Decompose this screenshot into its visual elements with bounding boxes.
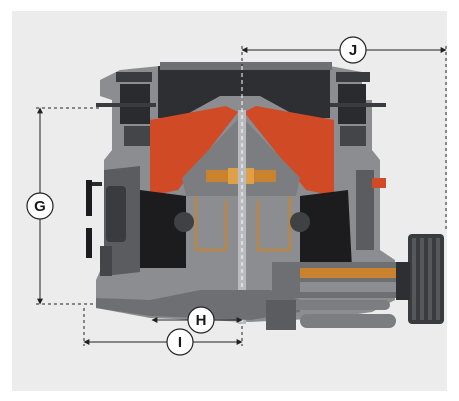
label-g: G xyxy=(26,192,54,220)
bowl-liner-left xyxy=(150,106,238,196)
hopper-rim xyxy=(160,62,332,70)
right-housing xyxy=(356,170,374,250)
label-i-text: I xyxy=(178,334,182,351)
inner-right-outline xyxy=(257,196,291,251)
left-top-bolts xyxy=(96,72,156,146)
label-g-text: G xyxy=(34,198,46,215)
label-i: I xyxy=(166,328,194,356)
bowl-liner-right xyxy=(244,106,334,196)
label-j-text: J xyxy=(349,42,357,59)
countershaft xyxy=(266,262,420,330)
right-gear xyxy=(290,212,310,232)
label-h-text: H xyxy=(196,312,207,329)
crusher-body xyxy=(86,62,444,330)
left-gear xyxy=(174,212,194,232)
left-chamber xyxy=(140,190,186,268)
label-h: H xyxy=(187,306,215,334)
right-fitting xyxy=(372,178,386,188)
right-chamber xyxy=(300,190,352,268)
left-cylinders xyxy=(86,180,126,276)
right-top-bolts xyxy=(330,72,386,146)
base-frame xyxy=(96,290,300,320)
drive-pulley xyxy=(396,234,444,324)
inner-left-outline xyxy=(195,196,227,251)
top-hopper xyxy=(158,66,330,118)
label-j: J xyxy=(339,36,367,64)
